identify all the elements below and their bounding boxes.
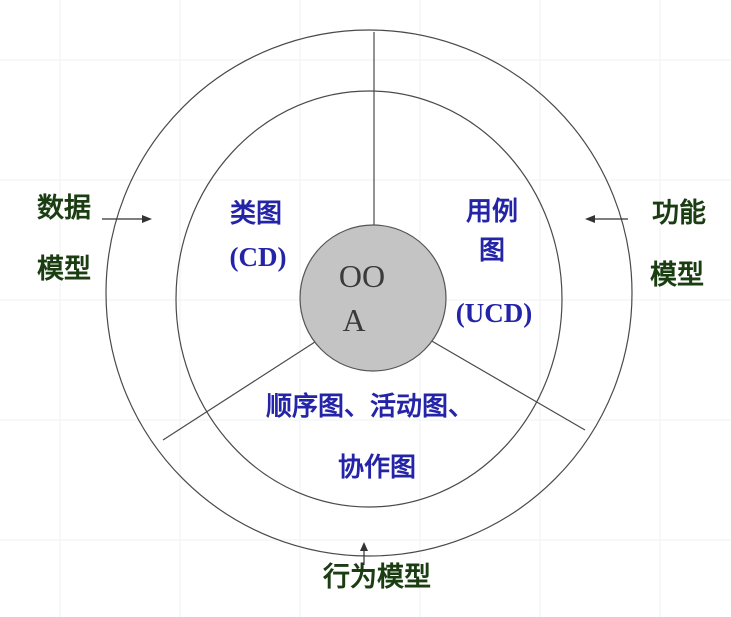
function-model-label-line1: 功能 [652,197,706,229]
inner-ring [175,90,563,508]
core-label-line1: OO [339,258,385,294]
behavior-model-label: 行为模型 [322,561,431,593]
behavior-diagrams-line2: 协作图 [338,453,416,483]
divider-lower-left [162,339,319,441]
core-label-line2: A [342,302,365,338]
data-model-arrow [102,215,152,223]
data-model-label-line2: 模型 [37,254,91,285]
data-model-label-line1: 数据 [37,193,91,224]
class-diagram-abbr: (CD) [230,242,287,272]
behavior-diagrams-line1: 顺序图、活动图、 [266,391,474,422]
behavior-model-arrow [360,542,368,565]
use-case-label-line2: 图 [479,236,505,266]
outer-ring [105,29,633,557]
divider-lower-right [429,339,586,431]
use-case-abbr: (UCD) [456,298,532,328]
use-case-label-line1: 用例 [466,197,518,227]
function-model-label-line2: 模型 [650,260,704,291]
function-model-arrow [585,215,628,223]
class-diagram-label: 类图 [230,199,282,229]
ooa-core-circle [299,224,447,372]
